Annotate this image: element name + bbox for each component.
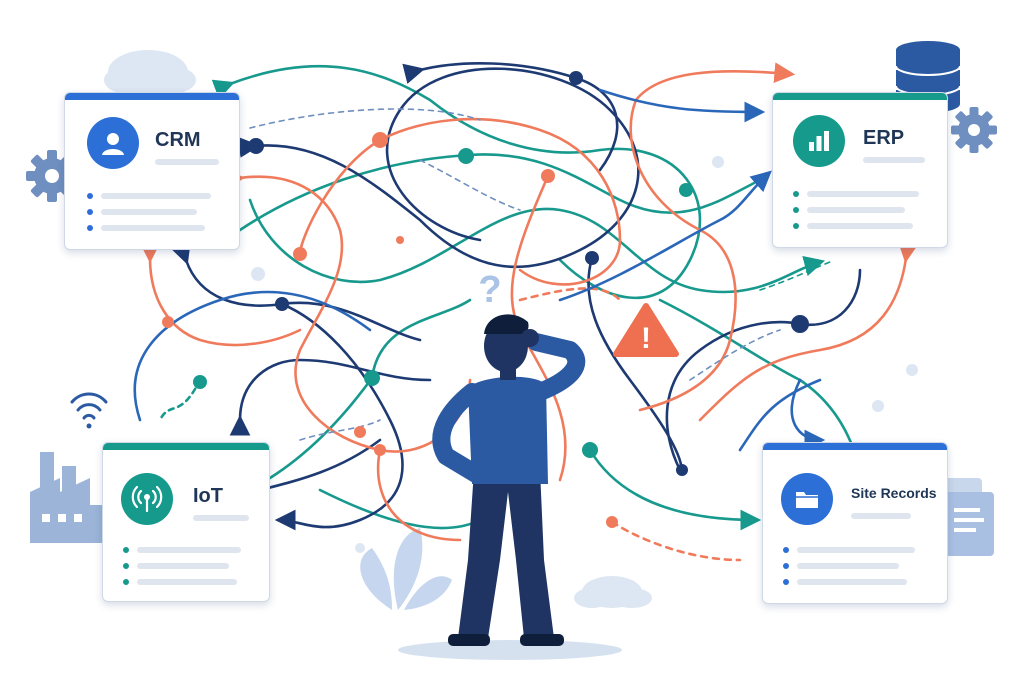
bar-chart-icon xyxy=(793,115,845,167)
iot-card[interactable]: IoT xyxy=(102,442,270,602)
card-text-line xyxy=(101,209,197,215)
ground-shadow xyxy=(398,640,622,660)
bullet-dot xyxy=(123,563,129,569)
factory-icon xyxy=(30,452,102,543)
bullet-dot xyxy=(87,209,93,215)
connector-nodes xyxy=(162,71,809,528)
cloud-icon xyxy=(574,576,652,608)
bullet-dot xyxy=(87,193,93,199)
bullet-dot xyxy=(793,207,799,213)
iot-title: IoT xyxy=(193,485,223,507)
crm-title: CRM xyxy=(155,129,201,151)
card-text-line xyxy=(137,563,229,569)
warning-icon: ! xyxy=(613,303,679,357)
card-text-line xyxy=(797,579,907,585)
gear-icon xyxy=(951,107,997,153)
card-text-line xyxy=(797,563,899,569)
bullet-dot xyxy=(783,547,789,553)
plant-icon xyxy=(360,528,452,610)
bullet-dot xyxy=(783,579,789,585)
bullet-dot xyxy=(793,223,799,229)
site-records-title: Site Records xyxy=(851,485,937,501)
user-icon xyxy=(87,117,139,169)
card-accent-bar xyxy=(103,443,269,450)
card-accent-bar xyxy=(65,93,239,100)
antenna-icon xyxy=(121,473,173,525)
card-text-line xyxy=(155,159,219,165)
card-accent-bar xyxy=(763,443,947,450)
bullet-dot xyxy=(123,579,129,585)
card-text-line xyxy=(851,513,911,519)
crm-card[interactable]: CRM xyxy=(64,92,240,250)
folder-icon xyxy=(781,473,833,525)
card-text-line xyxy=(137,579,237,585)
card-accent-bar xyxy=(773,93,947,100)
card-text-line xyxy=(797,547,915,553)
card-text-line xyxy=(863,157,925,163)
svg-text:!: ! xyxy=(641,322,651,355)
bullet-dot xyxy=(87,225,93,231)
confused-person xyxy=(432,314,586,646)
bullet-dot xyxy=(793,191,799,197)
card-text-line xyxy=(193,515,249,521)
decorative-dots xyxy=(251,156,918,553)
cloud-icon xyxy=(104,50,196,94)
card-text-line xyxy=(101,225,205,231)
erp-card[interactable]: ERP xyxy=(772,92,948,248)
wifi-icon xyxy=(70,392,108,429)
bullet-dot xyxy=(123,547,129,553)
question-mark: ? xyxy=(478,269,501,311)
card-text-line xyxy=(101,193,211,199)
card-text-line xyxy=(137,547,241,553)
site-records-card[interactable]: Site Records xyxy=(762,442,948,604)
card-text-line xyxy=(807,207,905,213)
card-text-line xyxy=(807,191,919,197)
erp-title: ERP xyxy=(863,127,905,149)
card-text-line xyxy=(807,223,913,229)
bullet-dot xyxy=(783,563,789,569)
tangled-connectors xyxy=(133,62,919,562)
